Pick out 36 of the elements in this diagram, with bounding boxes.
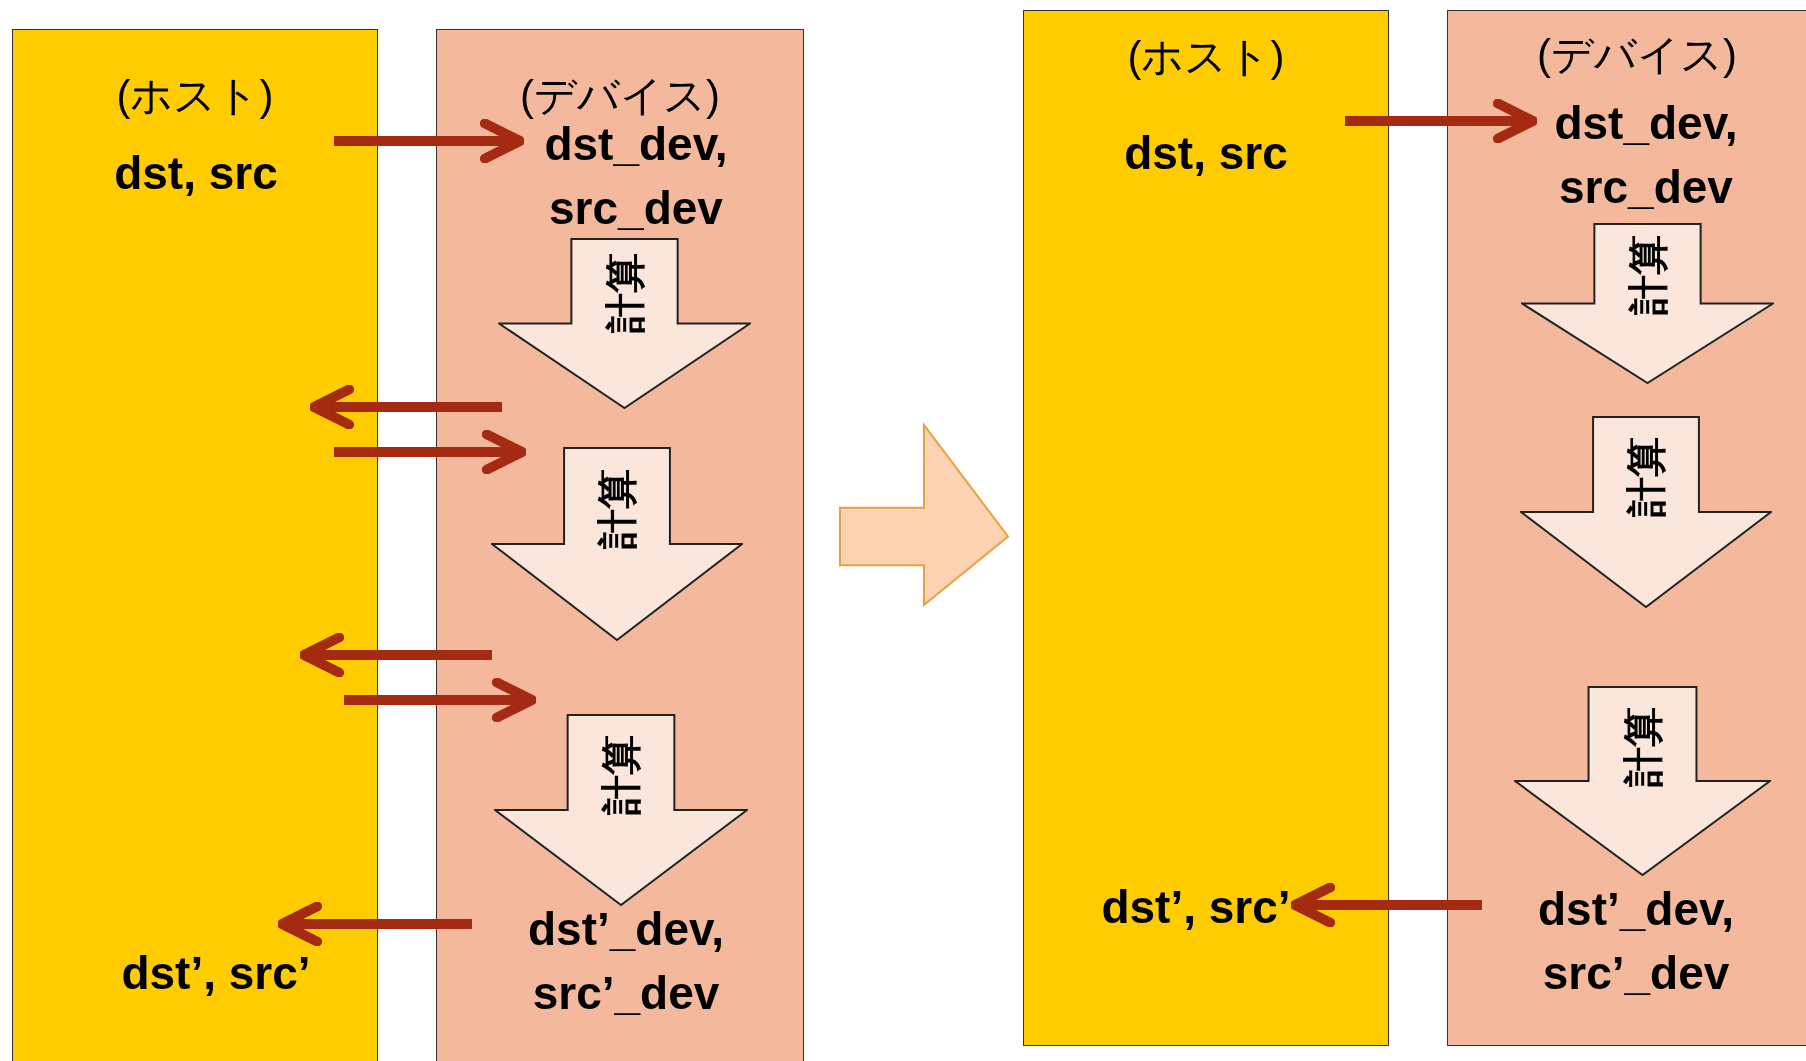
arrow-label: 計算 [593,469,640,550]
arrow [309,384,502,430]
down-block-arrow [1521,223,1774,384]
variable-label: dst, src [61,141,331,205]
variable-label: dst, src [1071,121,1341,185]
down-block-arrow [491,447,743,641]
panel-heading: (ホスト) [115,71,275,121]
variable-label: dst_dev, src_dev [1511,91,1781,219]
arrow [334,429,527,475]
variable-label: dst’, src’ [61,941,371,1005]
variable-label: dst’, src’ [1071,875,1321,939]
arrow [1290,882,1482,928]
down-block-arrow [498,238,751,409]
host-panel [12,29,378,1061]
arrow [277,901,472,947]
down-block-arrow [1520,416,1772,608]
arrow-label: 計算 [1624,234,1670,315]
arrow [344,677,537,723]
arrow [1345,98,1538,144]
host-panel [1023,10,1389,1046]
arrow [334,118,525,164]
arrow [299,632,492,678]
variable-label: dst’_dev, src’_dev [496,897,756,1025]
down-block-arrow [1514,686,1771,876]
arrow-label: 計算 [1619,706,1665,787]
arrow-label: 計算 [601,252,647,333]
block-arrow [839,422,1010,608]
panel-heading: (デバイス) [1536,30,1738,80]
panel-heading: (ホスト) [1126,32,1286,82]
down-block-arrow [494,714,748,906]
device-panel [1447,10,1806,1046]
arrow-label: 計算 [597,735,644,816]
variable-label: dst’_dev, src’_dev [1501,877,1771,1005]
arrow-label: 計算 [1622,437,1669,518]
panel-heading: (デバイス) [519,71,721,121]
device-panel [436,29,804,1061]
